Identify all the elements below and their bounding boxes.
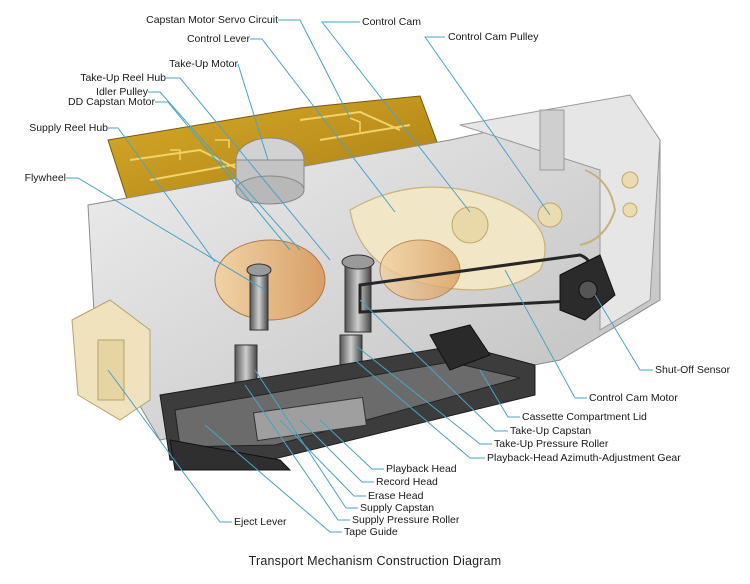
label-control-cam: Control Cam	[362, 16, 421, 28]
label-supply-pressure-roller: Supply Pressure Roller	[352, 514, 460, 526]
leader-shut-off-sensor	[594, 294, 653, 371]
eject-lever-bracket	[71, 299, 151, 421]
label-erase-head: Erase Head	[368, 490, 424, 502]
flywheel-part	[214, 239, 461, 321]
leader-take-up-capstan	[359, 299, 508, 432]
label-take-up-pressure-roller: Take-Up Pressure Roller	[494, 438, 609, 450]
leader-playback-head-azimuth-adjustment-gear	[354, 359, 485, 459]
label-dd-capstan-motor: DD Capstan Motor	[68, 96, 155, 108]
label-shut-off-sensor: Shut-Off Sensor	[655, 364, 731, 376]
label-cassette-compartment-lid: Cassette Compartment Lid	[522, 411, 647, 423]
label-supply-capstan: Supply Capstan	[360, 502, 435, 514]
label-take-up-reel-hub: Take-Up Reel Hub	[80, 72, 166, 84]
label-idler-pulley: Idler Pulley	[96, 86, 148, 98]
leader-record-head	[299, 419, 374, 483]
label-record-head: Record Head	[376, 476, 438, 488]
leader-control-cam	[320, 21, 471, 213]
leader-cassette-compartment-lid	[479, 369, 520, 418]
label-control-cam-pulley: Control Cam Pulley	[448, 31, 539, 43]
leader-take-up-reel-hub	[166, 77, 331, 261]
label-take-up-capstan: Take-Up Capstan	[510, 425, 592, 437]
label-eject-lever: Eject Lever	[234, 516, 287, 528]
diagram-caption: Transport Mechanism Construction Diagram	[248, 554, 502, 568]
label-playback-head: Playback Head	[386, 463, 457, 475]
leader-supply-reel-hub	[108, 127, 216, 263]
label-control-lever: Control Lever	[186, 33, 250, 45]
label-tape-guide: Tape Guide	[344, 526, 398, 538]
capstans-rollers	[234, 254, 375, 386]
leader-control-cam-motor	[504, 269, 587, 399]
label-playback-head-azimuth-adjustment-gear: Playback-Head Azimuth-Adjustment Gear	[487, 452, 681, 464]
label-supply-reel-hub: Supply Reel Hub	[29, 122, 108, 134]
leader-take-up-motor	[237, 63, 269, 161]
shut-off-sensor-part	[559, 254, 616, 321]
leader-control-cam-pulley	[424, 36, 551, 216]
leader-supply-capstan	[254, 369, 358, 509]
leader-playback-head	[319, 419, 384, 470]
leader-idler-pulley	[148, 91, 301, 251]
leader-supply-pressure-roller	[244, 384, 350, 521]
label-control-cam-motor: Control Cam Motor	[589, 392, 678, 404]
leader-control-lever	[250, 38, 396, 213]
leader-capstan-motor-servo-circuit	[278, 19, 351, 119]
leader-take-up-pressure-roller	[354, 344, 492, 445]
label-take-up-motor: Take-Up Motor	[169, 58, 238, 70]
label-capstan-motor-servo-circuit: Capstan Motor Servo Circuit	[146, 14, 278, 26]
leader-dd-capstan-motor	[155, 101, 291, 251]
transport-chassis	[87, 94, 661, 441]
take-up-motor-housing	[235, 137, 305, 205]
label-flywheel: Flywheel	[24, 172, 66, 184]
leader-eject-lever	[107, 369, 232, 523]
leader-flywheel	[66, 177, 266, 291]
leader-tape-guide	[204, 424, 342, 533]
leader-lines	[66, 19, 653, 533]
cassette-compartment	[159, 324, 536, 471]
